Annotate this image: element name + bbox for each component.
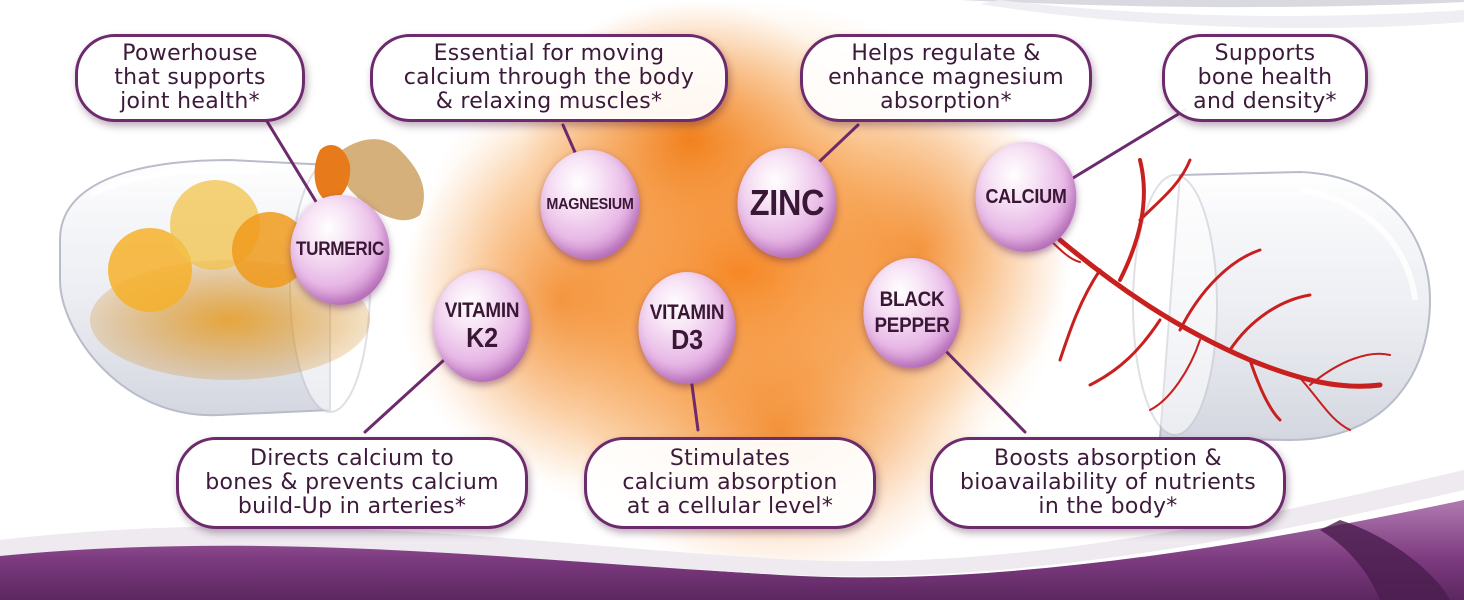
benefit-line: Directs calcium to [249,446,455,471]
benefit-line: absorption* [880,89,1012,114]
orb-label: ZINC [749,182,825,223]
magnesium-orb: MAGNESIUM [540,150,640,260]
benefit-line: calcium through the body [403,65,695,90]
orb-label: CALCIUM [985,186,1067,208]
zinc-orb: ZINC [737,148,837,258]
benefit-line: & relaxing muscles* [435,89,663,114]
benefit-line: bioavailability of nutrients [959,470,1256,495]
vitamin-k2-benefit-bubble: Directs calcium to bones & prevents calc… [176,437,528,529]
benefit-line: at a cellular level* [626,494,834,519]
orb-label: D3 [671,324,703,355]
benefit-line: in the body* [1038,494,1178,519]
benefit-line: Helps regulate & [851,41,1041,66]
zinc-benefit-bubble: Helps regulate & enhance magnesium absor… [800,34,1092,122]
benefit-line: Boosts absorption & [994,446,1222,471]
benefit-line: and density* [1193,89,1337,114]
coral-illustration [1039,158,1391,431]
left-capsule-illustration [59,139,424,417]
orb-label: PEPPER [874,314,950,337]
black-pepper-orb: BLACK PEPPER [863,258,961,368]
vitamin-d3-orb: VITAMIN D3 [638,272,736,384]
calcium-orb: CALCIUM [975,142,1077,252]
benefit-line: that supports [114,65,266,90]
benefit-line: bones & prevents calcium [205,470,499,495]
benefit-line: Powerhouse [122,41,258,66]
orb-label: VITAMIN [649,301,725,324]
orb-label: VITAMIN [444,299,520,322]
magnesium-benefit-bubble: Essential for moving calcium through the… [370,34,728,122]
orb-label: MAGNESIUM [546,196,634,213]
right-capsule-illustration [1132,170,1432,442]
benefit-line: bone health [1197,65,1333,90]
black-pepper-benefit-bubble: Boosts absorption & bioavailability of n… [930,437,1286,529]
benefit-line: Essential for moving [433,41,665,66]
benefit-line: calcium absorption [622,470,838,495]
benefit-line: enhance magnesium [828,65,1064,90]
benefit-line: Stimulates [669,446,791,471]
orb-label: BLACK [879,288,945,311]
orb-label: TURMERIC [295,239,385,260]
turmeric-orb: TURMERIC [290,195,390,305]
calcium-benefit-bubble: Supports bone health and density* [1162,34,1368,122]
benefit-line: Supports [1214,41,1316,66]
vitamin-d3-benefit-bubble: Stimulates calcium absorption at a cellu… [584,437,876,529]
benefit-line: build-Up in arteries* [237,494,467,519]
benefit-line: joint health* [120,89,260,114]
orb-label: K2 [466,322,498,353]
turmeric-benefit-bubble: Powerhouse that supports joint health* [75,34,305,122]
vitamin-k2-orb: VITAMIN K2 [433,270,531,382]
